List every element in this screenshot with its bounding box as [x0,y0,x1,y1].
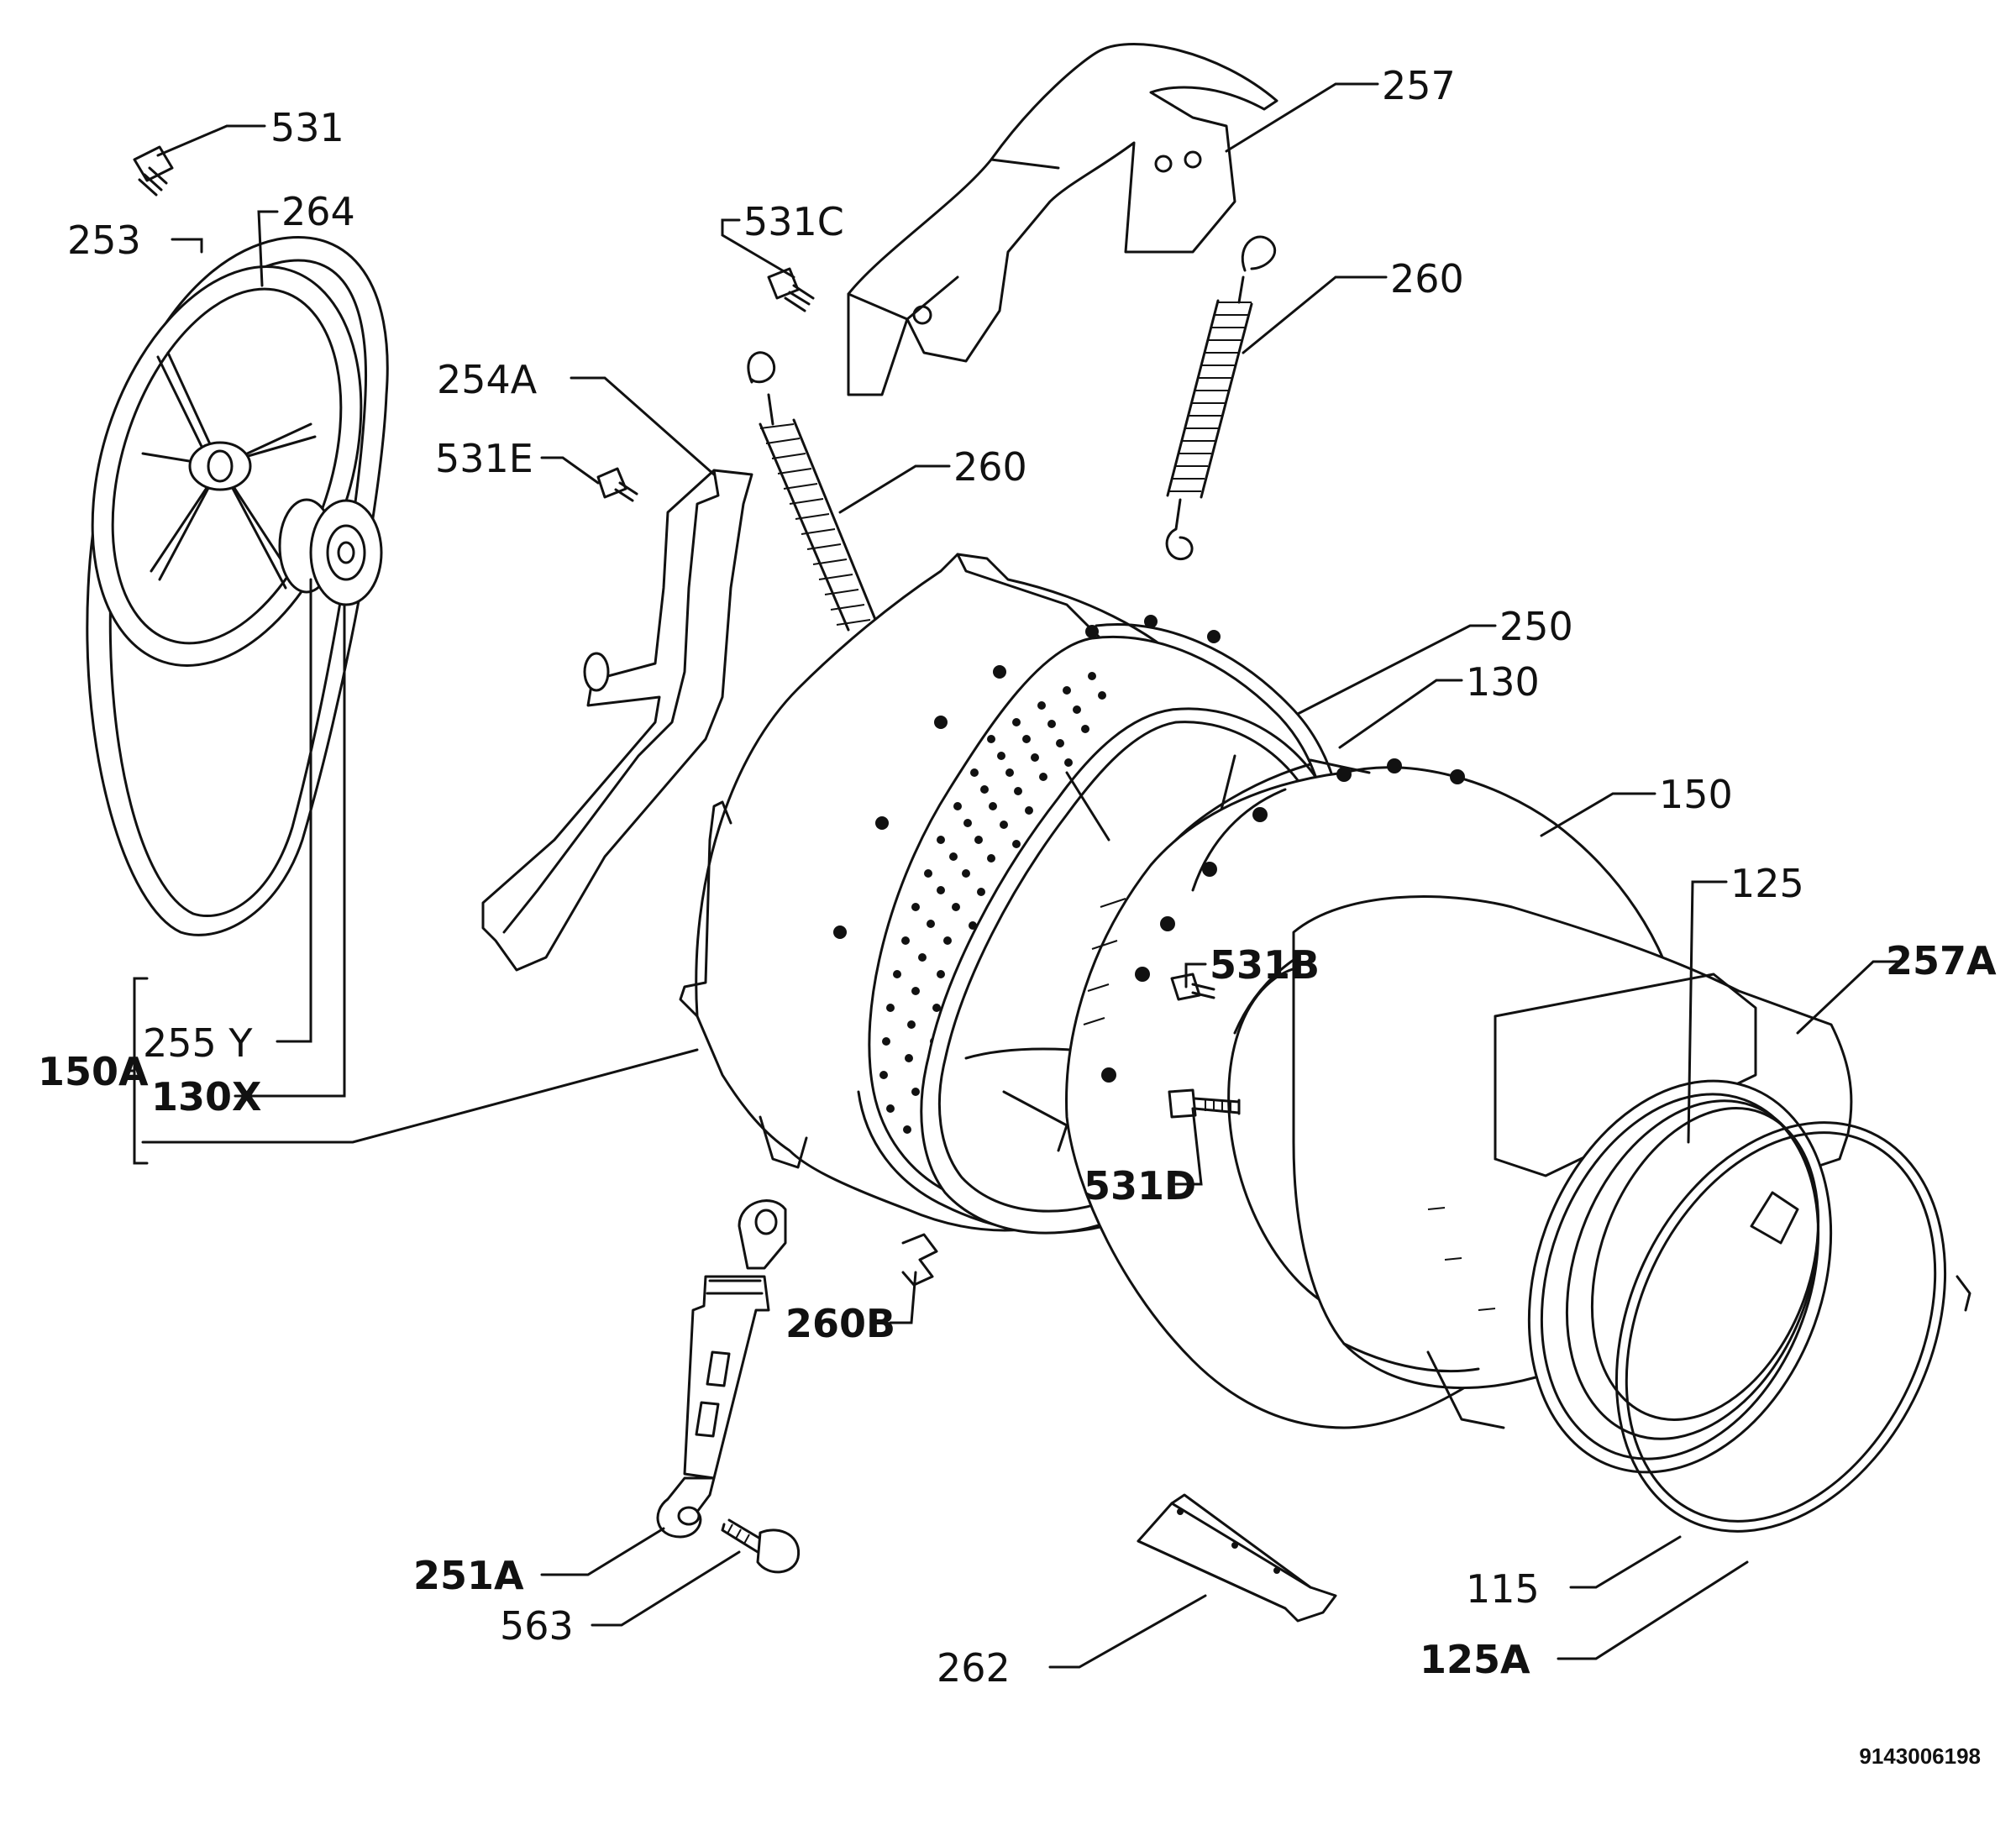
label-260b: 260B [785,1301,895,1346]
label-253: 253 [67,218,141,263]
label-130: 130 [1466,659,1540,705]
screw-531 [133,145,174,197]
label-531: 531 [270,105,344,150]
shock-absorber [656,1199,787,1539]
label-150: 150 [1659,772,1733,817]
tub-rim-bolts [1101,758,1465,1083]
bearing-assembly [278,498,383,606]
label-531e: 531E [435,436,533,481]
base-bracket [1137,1493,1337,1623]
label-255y: 255 Y [143,1020,253,1066]
spring-right [1165,235,1276,560]
screw-531e [596,467,638,502]
rim-bolts [833,615,1221,939]
leader-lines [124,82,1900,1669]
label-254a: 254A [437,357,538,402]
label-257a: 257A [1886,938,1997,983]
callout-labels: 531 264 253 531C 257 260 254A 531E 260 2… [38,63,1997,1769]
label-251a: 251A [413,1553,524,1598]
label-260-right: 260 [1390,256,1464,302]
bolt-563 [721,1518,801,1574]
screw-531d [1168,1088,1241,1119]
label-125: 125 [1730,861,1804,906]
label-257: 257 [1382,63,1456,108]
drawing-code: 9143006198 [1859,1743,1981,1769]
support-bracket [481,469,753,972]
label-262: 262 [937,1645,1011,1691]
label-250: 250 [1499,604,1573,649]
label-531c: 531C [743,199,844,244]
label-115: 115 [1466,1566,1540,1612]
label-264: 264 [281,189,355,234]
label-531d: 531D [1084,1163,1196,1209]
label-563: 563 [500,1603,574,1649]
label-150a: 150A [38,1049,149,1094]
label-125a: 125A [1420,1637,1530,1682]
door-bellows [1527,1079,1833,1474]
label-260-mid: 260 [953,444,1027,490]
label-531b: 531B [1210,942,1320,988]
clamp-ring [1614,1121,1971,1533]
counterweight-top [847,43,1278,396]
drum-perforations [879,672,1106,1134]
clip-260b [901,1233,938,1287]
label-130x: 130X [151,1074,262,1119]
